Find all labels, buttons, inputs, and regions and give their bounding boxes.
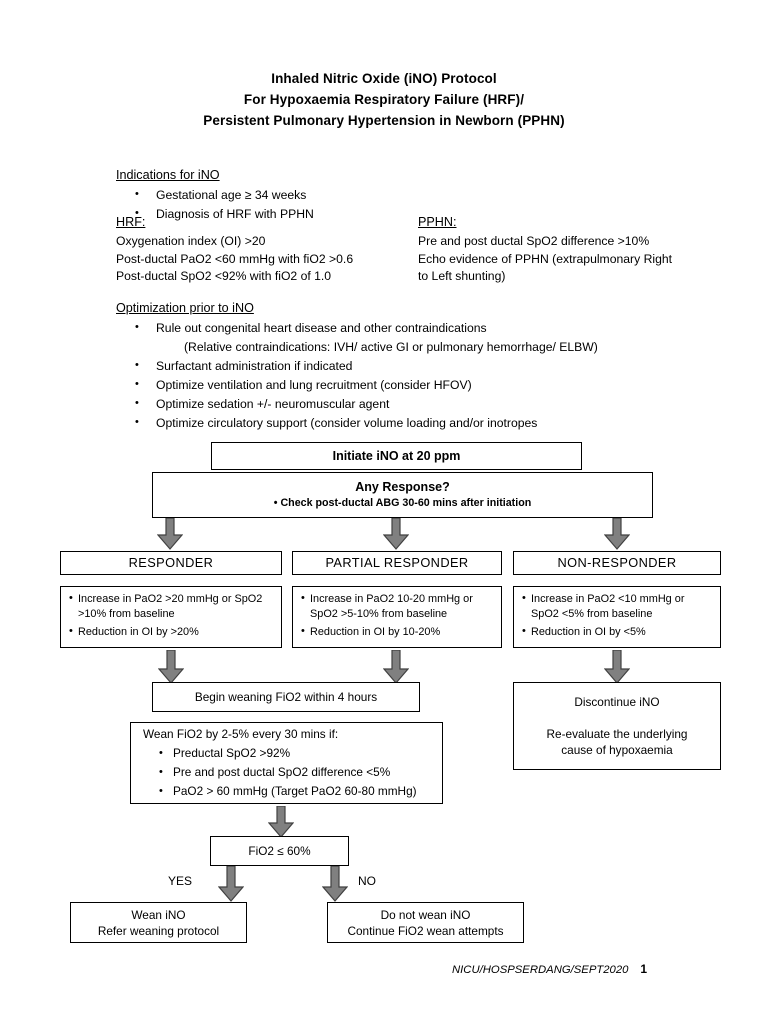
outcome-yes-line-2: Refer weaning protocol — [97, 923, 220, 938]
flow-box-responder: RESPONDER — [60, 551, 282, 575]
hrf-line-1: Oxygenation index (OI) >20 — [116, 234, 266, 248]
flow-box-any-response: Any Response? • Check post-ductal ABG 30… — [152, 472, 653, 518]
arrow-down-to-non-responder — [604, 518, 630, 550]
arrow-non-responder-to-discontinue — [604, 650, 630, 684]
list-item: Increase in PaO2 >20 mmHg or SpO2 >10% f… — [69, 591, 275, 623]
list-item: Surfactant administration if indicated — [116, 356, 676, 376]
pphn-line-1: Pre and post ductal SpO2 difference >10% — [418, 234, 650, 248]
arrow-yes-branch — [218, 866, 244, 902]
list-item: PaO2 > 60 mmHg (Target PaO2 60-80 mmHg) — [159, 782, 442, 801]
hrf-line-3: Post-ductal SpO2 <92% with fiO2 of 1.0 — [116, 269, 332, 283]
footer: NICU/HOSPSERDANG/SEPT2020 1 — [452, 962, 647, 976]
list-item: Optimize sedation +/- neuromuscular agen… — [116, 394, 676, 414]
non-responder-label: NON-RESPONDER — [557, 555, 677, 570]
flow-box-partial-responder-criteria: Increase in PaO2 10-20 mmHg or SpO2 >5-1… — [292, 586, 502, 648]
begin-weaning-label: Begin weaning FiO2 within 4 hours — [194, 690, 378, 704]
indications-list: Gestational age ≥ 34 weeks Diagnosis of … — [116, 185, 436, 224]
list-item: Optimize circulatory support (consider v… — [116, 413, 676, 433]
indications-heading: Indications for iNO — [116, 168, 220, 182]
discontinue-spacer — [514, 710, 720, 726]
flow-box-wean-rules: Wean FiO2 by 2-5% every 30 mins if: Pred… — [130, 722, 443, 804]
title-line-1: Inhaled Nitric Oxide (iNO) Protocol — [271, 71, 497, 86]
footer-text: NICU/HOSPSERDANG/SEPT2020 — [452, 964, 629, 976]
list-item: Optimize ventilation and lung recruitmen… — [116, 375, 676, 395]
outcome-no-line-1: Do not wean iNO — [380, 907, 471, 922]
flow-box-partial-responder: PARTIAL RESPONDER — [292, 551, 502, 575]
flow-box-outcome-do-not-wean: Do not wean iNO Continue FiO2 wean attem… — [327, 902, 524, 943]
indications-section: Indications for iNO Gestational age ≥ 34… — [116, 166, 436, 224]
list-item: Increase in PaO2 10-20 mmHg or SpO2 >5-1… — [301, 591, 495, 623]
discontinue-line-3: cause of hypoxaemia — [561, 743, 673, 757]
optimization-heading-wrap: Optimization prior to iNO — [116, 299, 676, 317]
any-response-subtitle: • Check post-ductal ABG 30-60 mins after… — [273, 497, 532, 509]
arrow-partial-responder-to-weaning — [383, 650, 409, 684]
any-response-title: Any Response? — [355, 480, 450, 494]
list-item: Increase in PaO2 <10 mmHg or SpO2 <5% fr… — [522, 591, 714, 623]
responder-label: RESPONDER — [128, 555, 214, 570]
hrf-line-2: Post-ductal PaO2 <60 mmHg with fiO2 >0.6 — [116, 251, 354, 266]
page-title: Inhaled Nitric Oxide (iNO) Protocol For … — [0, 68, 768, 131]
hrf-criteria-section: HRF: Oxygenation index (OI) >20 Post-duc… — [116, 213, 416, 286]
title-line-3: Persistent Pulmonary Hypertension in New… — [203, 113, 565, 128]
arrow-down-to-responder — [157, 518, 183, 550]
discontinue-line-2: Re-evaluate the underlying — [546, 727, 688, 741]
list-item: Reduction in OI by 10-20% — [301, 624, 495, 640]
wean-rules-list: Preductal SpO2 >92% Pre and post ductal … — [131, 744, 442, 801]
flow-box-decision-fio2: FiO2 ≤ 60% — [210, 836, 349, 866]
decision-label: FiO2 ≤ 60% — [248, 844, 311, 858]
hrf-heading-wrap: HRF: — [116, 213, 416, 231]
outcome-no-line-2: Continue FiO2 wean attempts — [347, 923, 504, 938]
list-item: Pre and post ductal SpO2 difference <5% — [159, 763, 442, 782]
flow-box-non-responder-criteria: Increase in PaO2 <10 mmHg or SpO2 <5% fr… — [513, 586, 721, 648]
indications-heading-wrap: Indications for iNO — [116, 166, 436, 184]
list-item: Reduction in OI by >20% — [69, 624, 275, 640]
wean-rules-lead: Wean FiO2 by 2-5% every 30 mins if: — [143, 727, 339, 741]
partial-responder-criteria-list: Increase in PaO2 10-20 mmHg or SpO2 >5-1… — [293, 591, 501, 642]
flow-box-initiate-ino: Initiate iNO at 20 ppm — [211, 442, 582, 470]
optimization-heading: Optimization prior to iNO — [116, 301, 254, 315]
pphn-heading-wrap: PPHN: — [418, 213, 698, 231]
flow-box-outcome-wean-ino: Wean iNO Refer weaning protocol — [70, 902, 247, 943]
list-item: Reduction in OI by <5% — [522, 624, 714, 640]
pphn-line-3: to Left shunting) — [418, 269, 506, 283]
optimization-section: Optimization prior to iNO Rule out conge… — [116, 299, 676, 433]
arrow-wean-rules-to-decision — [268, 806, 294, 838]
list-item: Diagnosis of HRF with PPHN — [116, 204, 436, 224]
partial-responder-label: PARTIAL RESPONDER — [325, 555, 469, 570]
hrf-heading: HRF: — [116, 215, 146, 229]
list-item: Preductal SpO2 >92% — [159, 744, 442, 763]
non-responder-criteria-list: Increase in PaO2 <10 mmHg or SpO2 <5% fr… — [514, 591, 720, 642]
initiate-ino-label: Initiate iNO at 20 ppm — [332, 449, 461, 463]
responder-criteria-list: Increase in PaO2 >20 mmHg or SpO2 >10% f… — [61, 591, 281, 642]
list-item: Gestational age ≥ 34 weeks — [116, 185, 436, 205]
pphn-heading: PPHN: — [418, 215, 457, 229]
arrow-down-to-partial-responder — [383, 518, 409, 550]
list-item: Rule out congenital heart disease and ot… — [116, 318, 676, 338]
flow-box-begin-weaning: Begin weaning FiO2 within 4 hours — [152, 682, 420, 712]
pphn-line-2: Echo evidence of PPHN (extrapulmonary Ri… — [418, 251, 673, 266]
flow-box-discontinue-ino: Discontinue iNO Re-evaluate the underlyi… — [513, 682, 721, 770]
arrow-responder-to-weaning — [158, 650, 184, 684]
arrow-no-branch — [322, 866, 348, 902]
pphn-criteria-section: PPHN: Pre and post ductal SpO2 differenc… — [418, 213, 698, 286]
title-line-2: For Hypoxaemia Respiratory Failure (HRF)… — [243, 92, 525, 107]
list-item-note: (Relative contraindications: IVH/ active… — [184, 340, 598, 354]
outcome-yes-line-1: Wean iNO — [131, 907, 186, 922]
branch-label-yes: YES — [168, 874, 193, 888]
flow-box-responder-criteria: Increase in PaO2 >20 mmHg or SpO2 >10% f… — [60, 586, 282, 648]
branch-label-no: NO — [358, 874, 376, 888]
discontinue-line-1: Discontinue iNO — [574, 695, 660, 709]
flow-box-non-responder: NON-RESPONDER — [513, 551, 721, 575]
optimization-list: Rule out congenital heart disease and ot… — [116, 318, 676, 433]
page-number: 1 — [640, 962, 648, 976]
